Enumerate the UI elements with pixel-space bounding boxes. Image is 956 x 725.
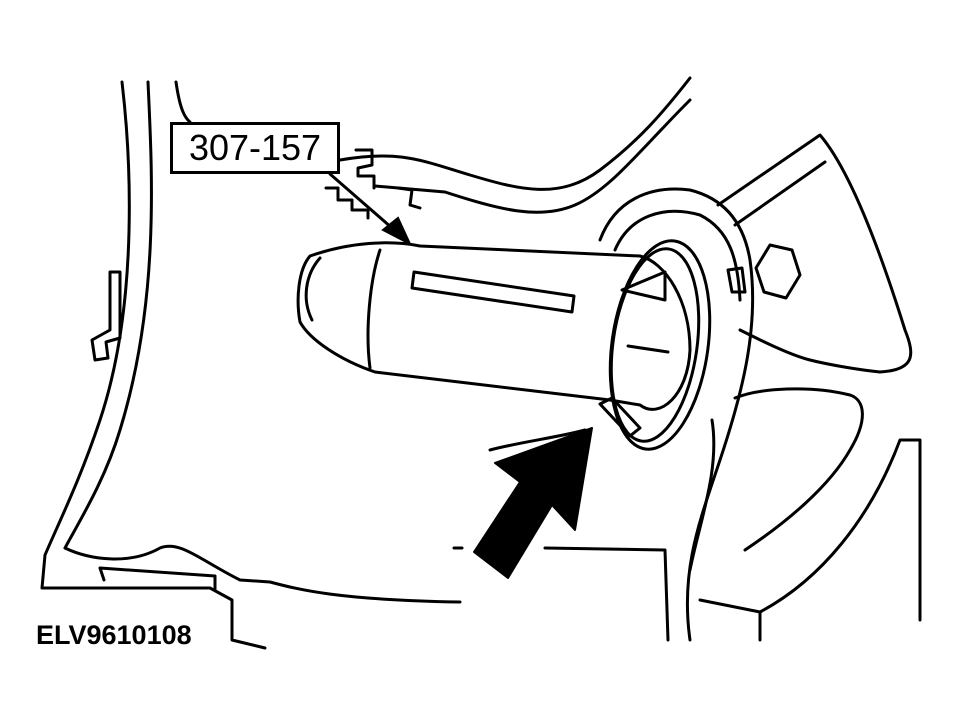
lower-housing-edge (688, 418, 716, 572)
arrow-icon (473, 427, 593, 579)
right-housing-outline (716, 133, 913, 374)
trim-panel-outline (40, 80, 267, 650)
collar-ring-inner (609, 247, 701, 443)
tool-number-label: 307-157 (170, 122, 340, 174)
trim-clip-left (90, 270, 122, 362)
callout-leader (328, 172, 394, 230)
lower-panel-line (543, 546, 670, 642)
tool-shoulder-line (366, 248, 382, 370)
motion-line-1 (488, 428, 587, 452)
bracket-step-right (396, 186, 422, 210)
upper-panel-curve-inner (373, 98, 692, 214)
tool-nose-line (304, 256, 322, 322)
lower-housing-bottom (698, 438, 922, 642)
tool-notch-upper (620, 270, 667, 302)
trim-panel-lower-step (63, 544, 462, 604)
trim-panel-inner-edge (63, 80, 153, 550)
figure-id: ELV9610108 (36, 620, 192, 650)
hex-fastener-tab (726, 266, 747, 294)
hex-fastener (754, 243, 802, 300)
upper-panel-curve (174, 76, 692, 191)
leader-arrowhead (381, 216, 413, 247)
tool-notch-lower (626, 344, 670, 354)
lower-housing-recess (733, 387, 864, 552)
tool-slot (410, 270, 576, 314)
column-shroud-inner (613, 209, 742, 302)
trim-panel-slot (98, 566, 217, 592)
right-housing-edge (733, 160, 827, 227)
tool-body-outline (296, 241, 692, 411)
bracket-steps (324, 148, 376, 220)
